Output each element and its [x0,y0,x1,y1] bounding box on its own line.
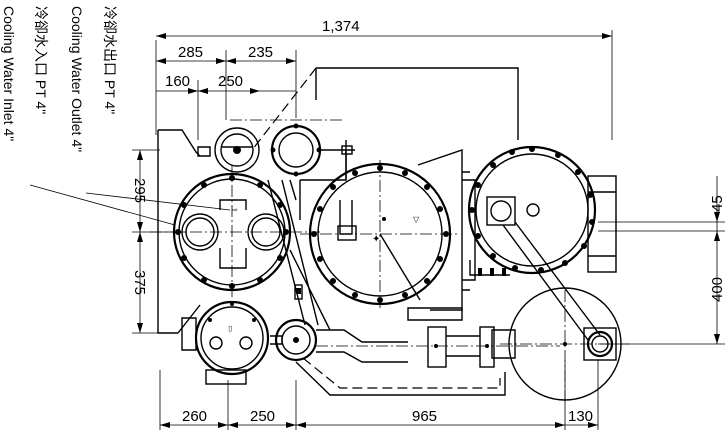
inlet-note-chinese: 冷卻水入口 PT 4" [33,6,49,114]
svg-text:⇨: ⇨ [232,207,238,214]
dim-250-top: 250 [218,73,243,90]
inlet-note-english: Cooling Water Inlet 4" [1,6,17,141]
top-dimension-lines: 1,374 285 235 160 250 [155,18,613,140]
support-frame [157,129,347,334]
dim-45: 45 [709,195,726,212]
dim-235: 235 [248,44,273,61]
outlet-flange-upper [197,127,260,173]
cooling-water-notes: 冷卻水出口 PT 4" Cooling Water Outlet 4" 冷卻水入… [1,6,231,226]
valve-upper [270,123,355,177]
dim-160: 160 [165,73,190,90]
dim-375: 375 [131,270,148,295]
lower-valve [270,318,318,362]
hopper-outline [230,67,519,151]
dim-295: 295 [131,178,148,203]
outlet-note-english: Cooling Water Outlet 4" [69,6,85,152]
svg-text:▭: ▭ [227,325,234,332]
dim-130: 130 [568,408,593,425]
transition-duct [417,149,476,311]
outlet-note-chinese: 冷卻水出口 PT 4" [102,6,118,114]
svg-text:▽: ▽ [413,215,420,224]
suction-housing: ⇨ [150,165,320,300]
discharge-housing [467,145,617,341]
dim-260: 260 [182,408,207,425]
motor-housing [491,287,630,405]
cooling-pipe [295,326,560,396]
dim-400: 400 [709,277,726,302]
dim-285: 285 [178,44,203,61]
inlet-leader [29,184,176,226]
dim-overall-width: 1,374 [322,18,360,35]
dim-250-bottom: 250 [250,408,275,425]
lower-pump: ▭ [181,300,270,385]
main-body-flange: ▽ ✦ [300,160,463,321]
dim-965: 965 [412,408,437,425]
left-dimension-lines: 295 375 [131,149,185,334]
right-dimension-lines: 45 400 [598,176,726,345]
svg-text:✦: ✦ [372,234,380,245]
